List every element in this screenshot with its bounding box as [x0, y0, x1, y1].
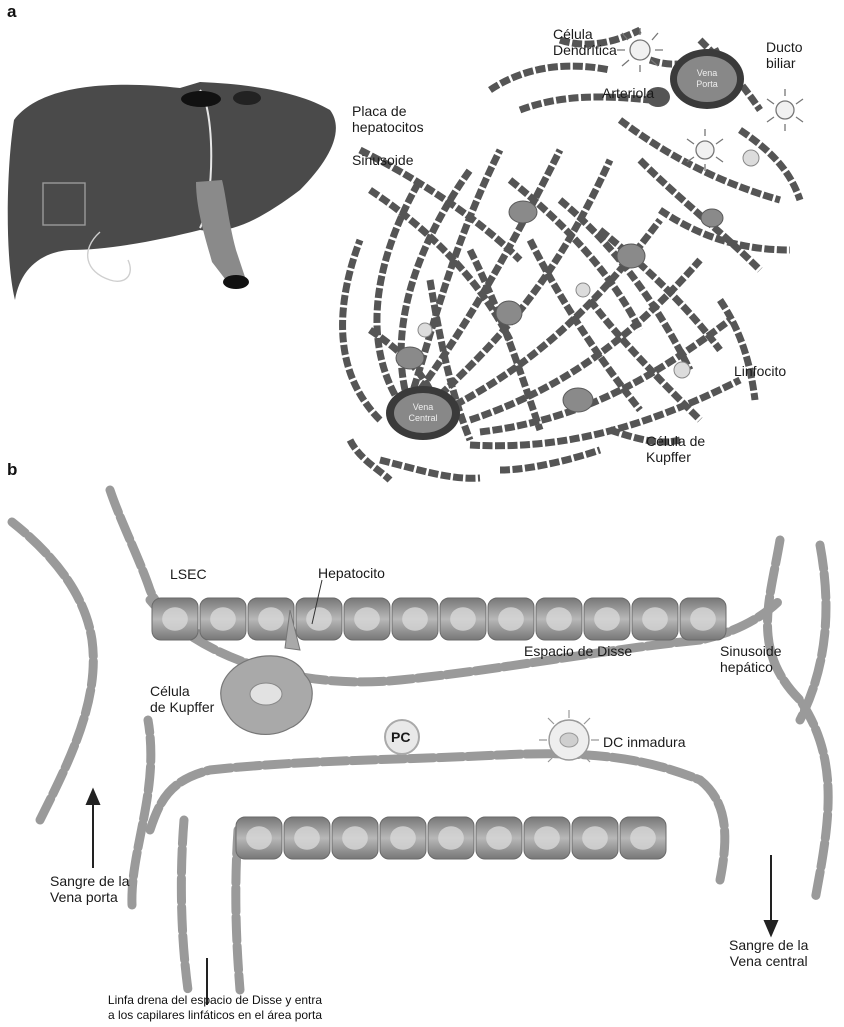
hepatocyte-nucleus [246, 826, 272, 850]
hepatocyte-nucleus [498, 607, 524, 631]
label-kupffer-b: Célula de Kupffer [150, 683, 214, 715]
hepatocyte-row-top [152, 598, 726, 640]
label-lsec: LSEC [170, 566, 207, 582]
hepatocyte-nucleus [306, 607, 332, 631]
hepatocyte-nucleus [642, 607, 668, 631]
hepatocyte-nucleus [450, 607, 476, 631]
hepatocyte-nucleus [594, 607, 620, 631]
label-bile-duct: Ducto biliar [766, 39, 803, 71]
hepatocyte-nucleus [546, 607, 572, 631]
label-hepatocyte-plate: Placa de hepatocitos [352, 103, 424, 135]
endothelial-walls [12, 490, 828, 990]
label-central-blood: Sangre de la Vena central [729, 937, 808, 969]
hepatocyte-nucleus [438, 826, 464, 850]
panel-a-letter: a [7, 2, 16, 22]
label-lymph-drainage: Linfa drena del espacio de Disse y entra… [30, 993, 400, 1023]
label-dendritic-cell: Célula Dendrítica [553, 26, 617, 58]
label-hepatocyte: Hepatocito [318, 565, 385, 581]
hepatocyte-nucleus [402, 607, 428, 631]
hepatocyte-row-bottom [236, 817, 666, 859]
kupffer-cells-a [396, 201, 723, 412]
hepatocyte-nucleus [210, 607, 236, 631]
label-immature-dc: DC inmadura [603, 734, 685, 750]
liver-lobes [8, 82, 336, 300]
label-pc: PC [391, 729, 410, 745]
label-kupffer-a: Célula de Kupffer [646, 433, 705, 465]
label-sinusoid-b: Sinusoide hepático [720, 643, 782, 675]
portal-vein-label: Vena Porta [683, 68, 731, 90]
hepatocyte-nucleus [690, 607, 716, 631]
hepatocyte-nucleus [294, 826, 320, 850]
hepatocyte-nucleus [534, 826, 560, 850]
central-vein-label: Vena Central [399, 402, 447, 424]
label-arteriole: Arteriola [602, 85, 654, 101]
hepatocyte-nucleus [342, 826, 368, 850]
liver-illustration [8, 82, 336, 300]
hepatocyte-nucleus [354, 607, 380, 631]
hepatocyte-nucleus [162, 607, 188, 631]
label-disse-space: Espacio de Disse [524, 643, 632, 659]
hepatocyte-nucleus [486, 826, 512, 850]
label-lymphocyte: Linfocito [734, 363, 786, 379]
hepatocyte-nucleus [630, 826, 656, 850]
hepatocyte-nucleus [390, 826, 416, 850]
hepatocyte-nucleus [258, 607, 284, 631]
panel-b-letter: b [7, 460, 17, 480]
hepatocyte-nucleus [582, 826, 608, 850]
label-sinusoid-a: Sinusoide [352, 152, 414, 168]
label-portal-blood: Sangre de la Vena porta [50, 873, 129, 905]
